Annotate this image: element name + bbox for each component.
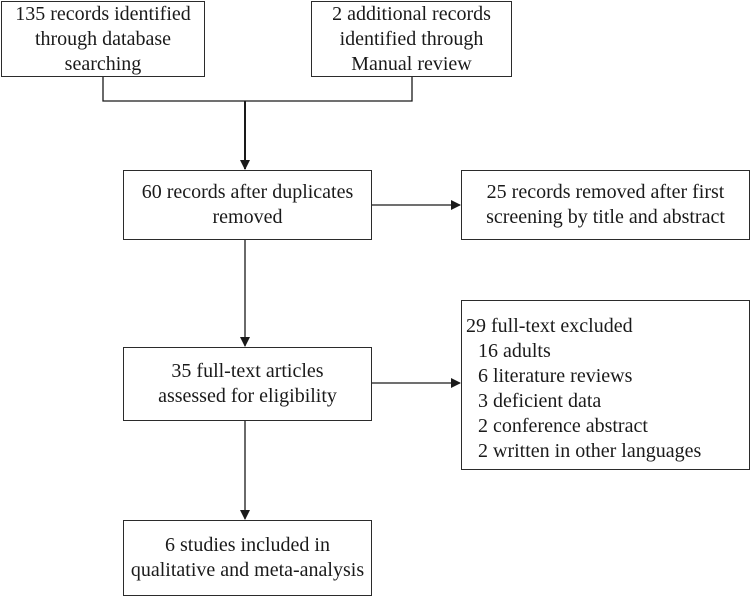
box-text-line: searching	[64, 52, 142, 75]
box-text-line: qualitative and meta-analysis	[130, 559, 365, 581]
first-screening-removed-box: 25 records removed after first screening…	[461, 170, 750, 240]
records-manual-box: 2 additional records identified through …	[311, 1, 512, 77]
box-text-line: 60 records after duplicates	[141, 181, 354, 203]
box-text-line: 25 records removed after first	[486, 181, 725, 203]
box-text-line: Manual review	[351, 52, 472, 75]
merge-connector	[102, 77, 413, 102]
box-text-line: assessed for eligibility	[158, 385, 337, 407]
box-text-line: 35 full-text articles	[171, 360, 324, 382]
box-text-line: 135 records identified	[15, 2, 191, 25]
box-text-line: removed	[212, 206, 283, 228]
box-text-line: screening by title and abstract	[486, 206, 725, 228]
full-text-assessed-box: 35 full-text articles assessed for eligi…	[123, 347, 372, 421]
box-text-line: identified through	[339, 27, 484, 50]
box-text-line: 6 studies included in	[165, 534, 330, 556]
box-text-line: through database	[34, 27, 172, 50]
excluded-item: 3 deficient data	[478, 390, 602, 412]
studies-included-box: 6 studies included in qualitative and me…	[123, 520, 372, 596]
after-duplicates-box: 60 records after duplicates removed	[123, 170, 372, 240]
excluded-title: 29 full-text excluded	[466, 315, 633, 337]
excluded-item: 2 conference abstract	[478, 415, 648, 437]
records-database-box: 135 records identified through database …	[1, 1, 205, 77]
excluded-item: 6 literature reviews	[478, 365, 633, 387]
box-text-line: 2 additional records	[332, 2, 491, 25]
excluded-item: 2 written in other languages	[478, 440, 702, 462]
excluded-item: 16 adults	[478, 340, 551, 362]
full-text-excluded-box: 29 full-text excluded 16 adults 6 litera…	[461, 300, 750, 470]
